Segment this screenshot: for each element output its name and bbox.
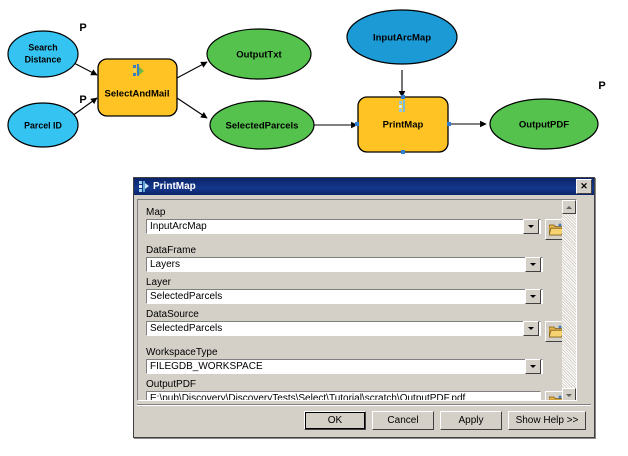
node-label-search-distance-line1: Search <box>28 42 57 52</box>
ok-button[interactable]: OK <box>304 411 366 430</box>
close-icon[interactable]: ✕ <box>576 179 592 194</box>
script-tool-icon-select-and-mail <box>133 64 144 76</box>
node-label-selected-parcels: SelectedParcels <box>226 121 299 132</box>
map-combobox[interactable]: InputArcMap <box>146 219 541 234</box>
datasource-combobox[interactable]: SelectedParcels <box>146 321 541 336</box>
node-label-output-pdf: OutputPDF <box>519 120 569 131</box>
chevron-down-icon[interactable] <box>525 257 541 272</box>
label-workspacetype: WorkspaceType <box>146 347 218 358</box>
parameters-panel: Map InputArcMap <box>137 199 577 401</box>
node-output-pdf[interactable]: OutputPDF <box>489 98 599 150</box>
label-layer: Layer <box>146 277 172 288</box>
label-datasource: DataSource <box>146 309 199 320</box>
scroll-up-arrow[interactable] <box>562 200 576 214</box>
field-datasource: DataSource SelectedParcels <box>146 309 568 342</box>
script-tool-icon-print-map <box>399 100 405 112</box>
field-outputpdf: OutputPDF E:\pub\Discovery\DiscoveryTest… <box>146 379 568 400</box>
layer-value: SelectedParcels <box>150 291 223 302</box>
node-label-input-arcmap: InputArcMap <box>373 33 431 44</box>
label-outputpdf: OutputPDF <box>146 379 197 390</box>
datasource-value: SelectedParcels <box>150 323 223 334</box>
connector-search-distance-to-selectandmail <box>71 61 98 76</box>
dialog-title: PrintMap <box>153 181 196 192</box>
field-dataframe: DataFrame Layers <box>146 245 568 272</box>
field-map: Map InputArcMap <box>146 207 568 240</box>
node-print-map[interactable]: PrintMap <box>355 95 451 154</box>
workspacetype-value: FILEGDB_WORKSPACE <box>150 361 263 372</box>
param-marker-output-pdf: P <box>598 80 605 92</box>
dialog-button-row: OK Cancel Apply Show Help >> <box>134 411 590 430</box>
connector-selectandmail-to-selectedparcels <box>176 97 208 119</box>
node-search-distance[interactable]: Search Distance <box>7 30 79 78</box>
selection-handles-print-map[interactable] <box>355 95 451 154</box>
apply-button[interactable]: Apply <box>440 411 502 430</box>
printmap-dialog: PrintMap ✕ Map InputArcMap <box>133 177 595 438</box>
scrollbar-track[interactable] <box>562 214 576 388</box>
outputpdf-input[interactable]: E:\pub\Discovery\DiscoveryTests\Select\T… <box>146 391 541 400</box>
chevron-down-icon[interactable] <box>523 219 539 234</box>
chevron-down-icon[interactable] <box>525 289 541 304</box>
parameters-scrollbar[interactable] <box>562 200 576 400</box>
node-output-txt[interactable]: OutputTxt <box>206 28 312 80</box>
dialog-body: Map InputArcMap <box>137 199 593 413</box>
connector-parcel-id-to-selectandmail <box>71 97 98 117</box>
show-help-button[interactable]: Show Help >> <box>508 411 586 430</box>
param-marker-parcel-id: P <box>79 94 86 106</box>
param-marker-search-distance: P <box>79 22 86 34</box>
folder-open-icon <box>549 223 564 236</box>
chevron-down-icon[interactable] <box>523 321 539 336</box>
node-select-and-mail[interactable]: SelectAndMail <box>97 58 178 117</box>
node-label-select-and-mail: SelectAndMail <box>105 89 170 100</box>
map-value: InputArcMap <box>150 221 207 232</box>
connector-selectandmail-to-outputtxt <box>176 61 208 79</box>
node-input-arcmap[interactable]: InputArcMap <box>346 9 458 65</box>
node-label-parcel-id: Parcel ID <box>24 120 62 130</box>
label-dataframe: DataFrame <box>146 245 197 256</box>
workspacetype-combobox[interactable]: FILEGDB_WORKSPACE <box>146 359 543 374</box>
divider <box>137 404 591 406</box>
dataframe-value: Layers <box>150 259 181 270</box>
field-layer: Layer SelectedParcels <box>146 277 568 304</box>
connector-group <box>71 61 487 129</box>
script-tool-icon <box>139 181 149 192</box>
folder-open-icon <box>549 325 564 338</box>
label-map: Map <box>146 207 166 218</box>
node-label-print-map: PrintMap <box>383 120 424 131</box>
chevron-down-icon[interactable] <box>525 359 541 374</box>
cancel-button[interactable]: Cancel <box>372 411 434 430</box>
node-label-search-distance-line2: Distance <box>25 54 62 64</box>
layer-combobox[interactable]: SelectedParcels <box>146 289 543 304</box>
field-workspacetype: WorkspaceType FILEGDB_WORKSPACE <box>146 347 568 374</box>
node-selected-parcels[interactable]: SelectedParcels <box>209 100 315 150</box>
model-diagram-canvas[interactable]: Search Distance P Parcel ID P SelectAndM… <box>0 0 628 172</box>
node-label-output-txt: OutputTxt <box>236 50 282 61</box>
dialog-titlebar[interactable]: PrintMap ✕ <box>134 178 594 195</box>
dataframe-combobox[interactable]: Layers <box>146 257 543 272</box>
scroll-down-arrow[interactable] <box>562 388 576 400</box>
node-parcel-id[interactable]: Parcel ID <box>7 102 79 148</box>
